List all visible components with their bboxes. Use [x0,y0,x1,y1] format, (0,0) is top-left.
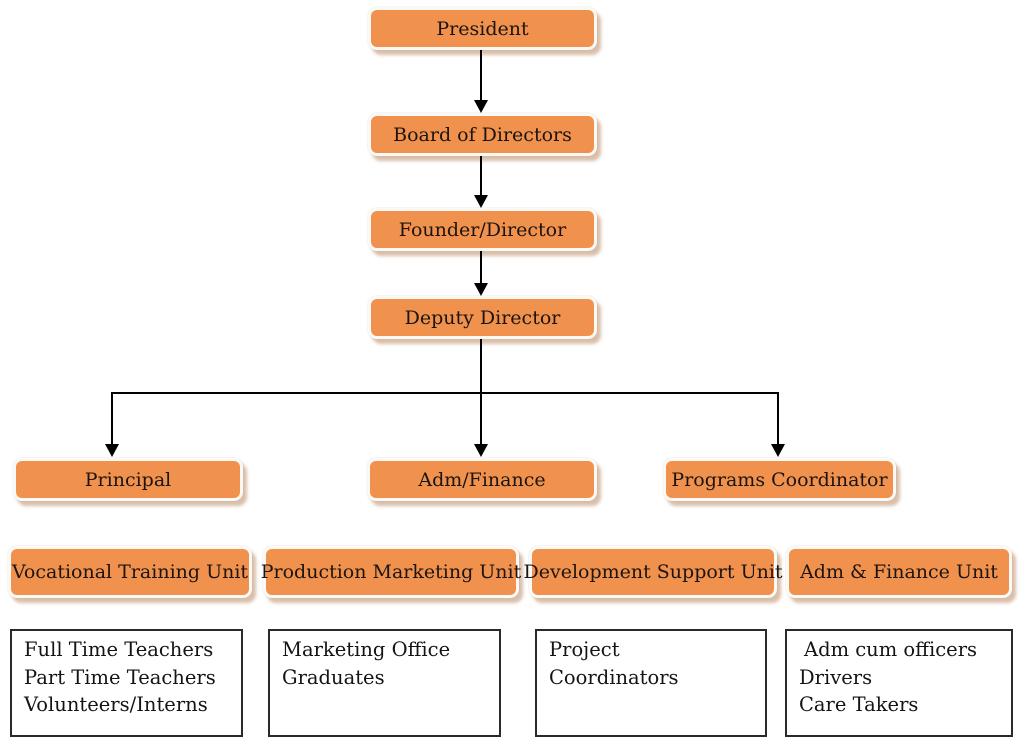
arrowhead-down-icon [105,444,119,457]
staff-line: Marketing Office [282,638,451,661]
staff-line: Graduates [282,665,385,689]
node-deputy-director: Deputy Director [368,296,597,339]
node-vocational-training-unit: Vocational Training Unit [8,546,252,598]
arrowhead-down-icon [474,283,488,296]
staff-line: Drivers [799,665,873,689]
node-founder-director: Founder/Director [368,208,597,251]
node-principal: Principal [13,458,243,501]
node-development-support-unit: Development Support Unit [523,546,783,598]
staff-line: Full Time Teachers [24,638,214,661]
connector-branch-horizontal [111,392,779,394]
node-label: Adm & Finance Unit [800,561,998,583]
connector-deputy-stem [480,339,482,393]
node-label: Adm/Finance [418,468,546,491]
node-adm-finance-unit: Adm & Finance Unit [786,546,1012,598]
node-label: Programs Coordinator [671,468,888,491]
node-label: Founder/Director [398,218,567,241]
node-production-marketing-unit: Production Marketing Unit [260,546,522,598]
staff-box-vocational-training-unit: Full Time Teachers Part Time Teachers Vo… [10,629,243,737]
node-programs-coordinator: Programs Coordinator [663,458,896,501]
connector-founder-deputy [480,251,482,284]
node-label: President [436,17,529,40]
arrowhead-down-icon [474,100,488,113]
node-president: President [368,7,597,50]
node-label: Vocational Training Unit [11,561,249,583]
staff-line: Volunteers/Interns [24,693,208,716]
arrowhead-down-icon [474,195,488,208]
connector-president-board [480,50,482,101]
connector-board-founder [480,156,482,196]
staff-line: Care Takers [799,693,919,716]
node-label: Board of Directors [393,123,572,146]
arrowhead-down-icon [771,444,785,457]
node-adm-finance: Adm/Finance [367,458,597,501]
staff-box-adm-finance-unit: Adm cum officers Drivers Care Takers [785,629,1013,737]
staff-line: Part Time Teachers [24,665,216,689]
staff-line: Project Coordinators [549,638,679,689]
staff-box-production-marketing-unit: Marketing Office Graduates [268,629,501,737]
node-label: Principal [84,468,172,491]
node-label: Development Support Unit [523,561,783,583]
connector-drop-principal [111,392,113,445]
staff-box-development-support-unit: Project Coordinators [535,629,767,737]
node-label: Deputy Director [404,306,561,329]
staff-line: Adm cum officers [804,638,978,661]
node-board-of-directors: Board of Directors [368,113,597,156]
node-label: Production Marketing Unit [260,561,522,583]
arrowhead-down-icon [474,444,488,457]
connector-drop-adm-finance [480,392,482,445]
connector-drop-programs-coordinator [777,392,779,445]
